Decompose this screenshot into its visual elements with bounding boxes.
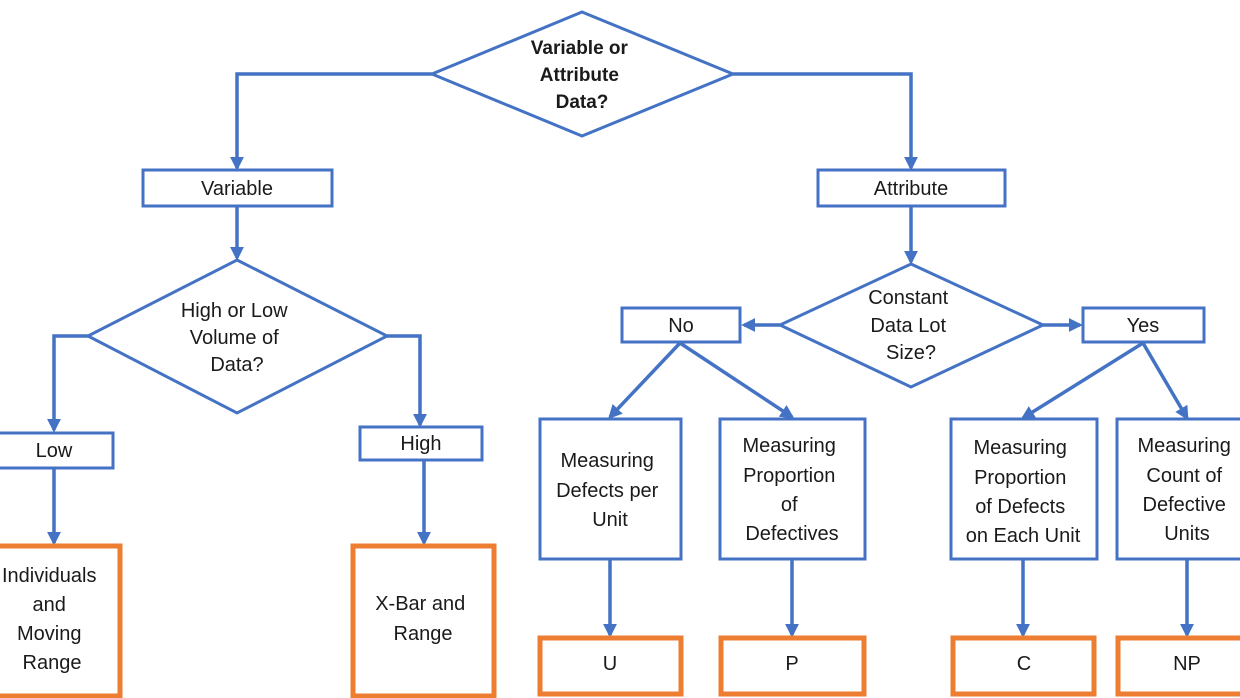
root-decision-node: Variable or Attribute Data? [428,10,737,138]
edges [47,72,1194,638]
variable-label: Variable [201,178,273,200]
count-defective-units-label: Measuring Count of Defective Units [1138,435,1237,545]
c-chart-result: C [950,635,1097,697]
yes-label: Yes [1127,315,1160,337]
edge-root-to-attribute [733,72,918,171]
defects-per-unit-node: Measuring Defects per Unit [538,417,683,561]
edge-volume-to-high [387,334,427,428]
p-chart-result: P [718,635,867,697]
edge-yes-to-count-defective [1141,342,1189,421]
proportion-defectives-node: Measuring Proportion of Defectives [718,417,867,561]
high-node: High [358,425,484,462]
low-label: Low [36,440,73,462]
xbar-range-label: X-Bar and Range [375,593,471,645]
edge-no-to-proportion-defectives [679,341,795,419]
no-label: No [668,315,694,337]
lot-size-decision-node: Constant Data Lot Size? [776,262,1047,389]
high-label: High [400,433,441,455]
edge-yes-to-proportion-defects [1020,341,1144,420]
low-node: Low [0,431,115,470]
u-chart-result: U [537,635,684,697]
attribute-node: Attribute [816,168,1007,208]
edge-volume-to-low [47,334,88,433]
u-chart-label: U [603,653,617,675]
individuals-moving-range-label: Individuals and Moving Range [2,565,102,674]
yes-node: Yes [1081,306,1206,344]
np-chart-label: NP [1173,653,1201,675]
proportion-defects-each-unit-node: Measuring Proportion of Defects on Each … [949,417,1099,561]
individuals-moving-range-result: Individuals and Moving Range [0,543,123,698]
proportion-defects-each-unit-label: Measuring Proportion of Defects on Each … [966,437,1081,547]
p-chart-label: P [785,653,798,675]
lot-size-decision-label: Constant Data Lot Size? [868,287,954,364]
c-chart-label: C [1017,653,1031,675]
defects-per-unit-label: Measuring Defects per Unit [556,450,664,531]
xbar-range-result: X-Bar and Range [350,543,497,698]
edge-no-to-defects-per-unit [608,341,682,420]
volume-decision-node: High or Low Volume of Data? [84,258,391,415]
no-node: No [620,306,742,344]
edge-root-to-variable [230,72,432,171]
volume-decision-label: High or Low Volume of Data? [181,300,293,376]
attribute-label: Attribute [874,178,948,200]
count-defective-units-node: Measuring Count of Defective Units [1115,417,1240,561]
root-decision-label: Variable or Attribute Data? [531,38,633,113]
variable-node: Variable [141,168,334,208]
proportion-defectives-label: Measuring Proportion of Defectives [743,435,842,545]
np-chart-result: NP [1115,635,1240,697]
